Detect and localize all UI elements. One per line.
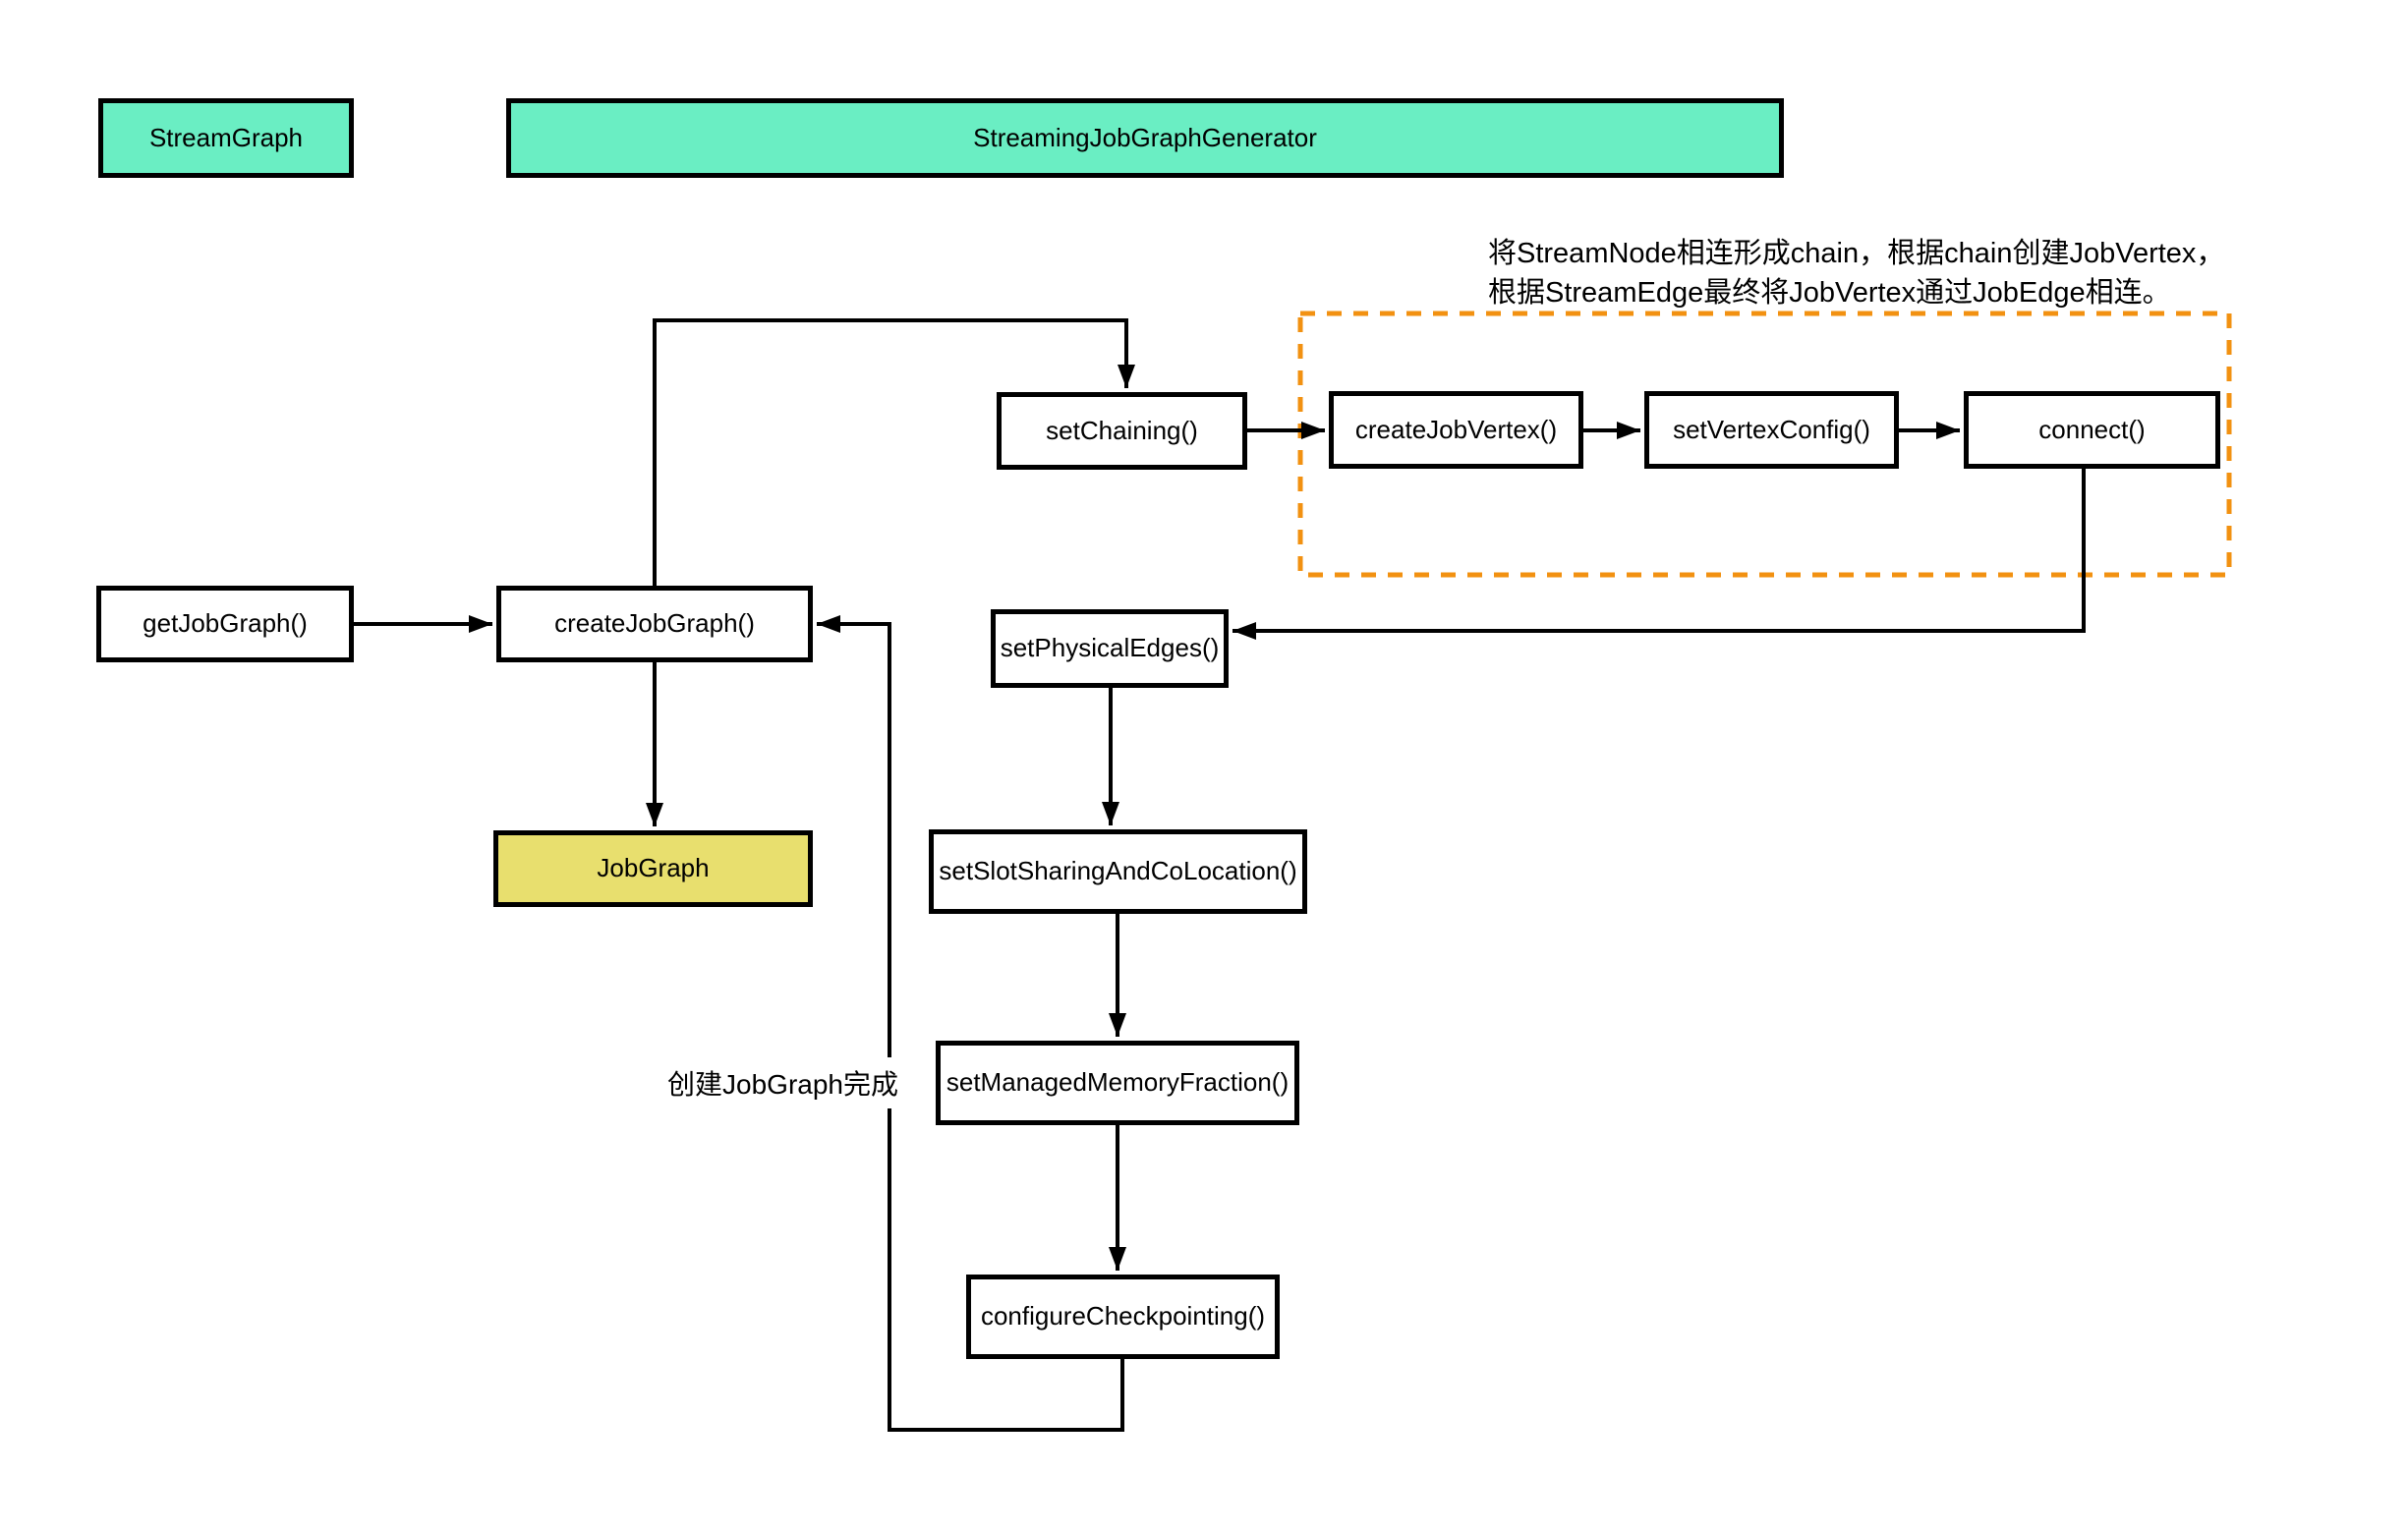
node-configure-checkpointing: configureCheckpointing() — [966, 1275, 1280, 1359]
chain-annotation: 将StreamNode相连形成chain，根据chain创建JobVertex，… — [1488, 234, 2224, 312]
edge-connect-to-setphysicaledges — [1233, 469, 2086, 640]
node-get-job-graph: getJobGraph() — [96, 586, 354, 662]
node-set-slot-sharing-and-colocation: setSlotSharingAndCoLocation() — [929, 829, 1307, 914]
chain-annotation-line1: 将StreamNode相连形成chain，根据chain创建JobVertex， — [1488, 238, 2225, 269]
node-job-graph: JobGraph — [493, 830, 813, 907]
return-edge-label: 创建JobGraph完成 — [653, 1057, 898, 1108]
node-create-job-vertex: createJobVertex() — [1329, 391, 1583, 469]
node-streamingjobgraphgenerator: StreamingJobGraphGenerator — [506, 98, 1784, 178]
chain-annotation-line2: 根据StreamEdge最终将JobVertex通过JobEdge相连。 — [1488, 277, 2171, 309]
node-set-vertex-config: setVertexConfig() — [1644, 391, 1899, 469]
node-set-managed-memory-fraction: setManagedMemoryFraction() — [936, 1041, 1299, 1125]
node-set-chaining: setChaining() — [997, 392, 1247, 470]
node-streamgraph: StreamGraph — [98, 98, 354, 178]
node-create-job-graph: createJobGraph() — [496, 586, 813, 662]
node-connect: connect() — [1964, 391, 2220, 469]
node-set-physical-edges: setPhysicalEdges() — [991, 609, 1229, 688]
